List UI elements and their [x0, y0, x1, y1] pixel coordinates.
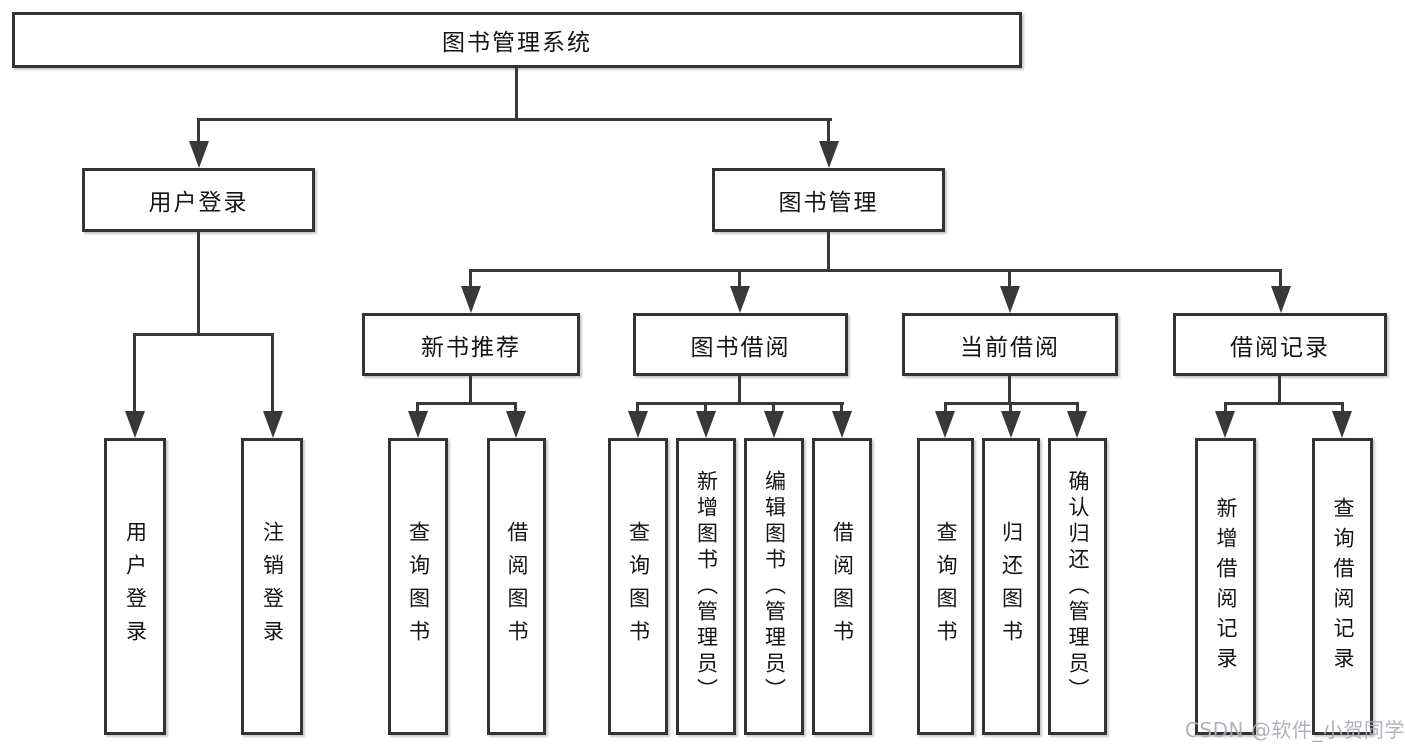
arrowhead-down-icon — [189, 141, 209, 168]
arrowhead-down-icon — [730, 286, 750, 313]
connector-drop-leaf — [1224, 402, 1227, 414]
leaf-label: 确认归还（管理员） — [1066, 469, 1090, 704]
connector-borrow-rail — [637, 402, 844, 405]
connector-current-stem — [1008, 376, 1011, 404]
connector-bookmgmt-stem — [827, 232, 830, 272]
leaf-borrow-book: 借阅图书 — [812, 438, 872, 735]
leaf-edit-book-admin: 编辑图书（管理员） — [744, 438, 804, 735]
connector-root-stem — [515, 68, 518, 120]
node-new-book-recommend: 新书推荐 — [362, 313, 580, 376]
connector-userlogin-rail — [133, 333, 274, 336]
connector-root-rail — [197, 118, 832, 121]
leaf-label: 归还图书 — [999, 520, 1024, 653]
connector-drop-leaf — [1009, 402, 1012, 414]
connector-drop-user-login — [197, 118, 200, 144]
leaf-label: 注销登录 — [260, 520, 285, 653]
connector-drop-logout-leaf — [271, 333, 274, 413]
connector-drop-leaf — [636, 402, 639, 414]
arrowhead-down-icon — [764, 411, 784, 438]
connector-drop-leaf — [416, 402, 419, 414]
connector-borrow-stem — [738, 376, 741, 404]
leaf-label: 查询图书 — [934, 520, 958, 653]
leaf-query-book-recommend: 查询图书 — [388, 438, 448, 735]
leaf-label: 查询图书 — [626, 520, 651, 653]
arrowhead-down-icon — [1332, 411, 1352, 438]
node-book-management-module: 图书管理 — [712, 168, 945, 232]
connector-drop-leaf — [840, 402, 843, 414]
connector-drop-book-mgmt — [827, 118, 830, 144]
leaf-borrow-book-recommend: 借阅图书 — [487, 438, 546, 735]
connector-drop-recommend — [469, 269, 472, 291]
connector-drop-leaf — [944, 402, 947, 414]
arrowhead-down-icon — [1215, 411, 1235, 438]
arrowhead-down-icon — [696, 411, 716, 438]
node-label: 新书推荐 — [421, 334, 521, 361]
node-label: 图书管理 — [778, 190, 879, 216]
connector-drop-records — [1279, 269, 1282, 291]
node-label: 用户登录 — [148, 190, 249, 216]
node-book-borrowing: 图书借阅 — [633, 313, 848, 376]
leaf-return-book: 归还图书 — [982, 438, 1040, 735]
arrowhead-down-icon — [935, 411, 955, 438]
node-label: 当前借阅 — [960, 334, 1060, 361]
arrowhead-down-icon — [125, 411, 145, 438]
arrowhead-down-icon — [1067, 411, 1087, 438]
leaf-query-borrow-record: 查询借阅记录 — [1312, 438, 1373, 735]
connector-recommend-rail — [416, 402, 517, 405]
connector-drop-leaf — [514, 402, 517, 414]
node-label: 图书管理系统 — [442, 30, 592, 56]
connector-drop-leaf — [772, 402, 775, 414]
connector-records-stem — [1278, 376, 1281, 404]
connector-drop-leaf — [704, 402, 707, 414]
leaf-label: 查询借阅记录 — [1331, 496, 1355, 677]
leaf-label: 新增借阅记录 — [1214, 496, 1238, 677]
node-user-login-module: 用户登录 — [82, 168, 315, 232]
connector-drop-leaf — [1341, 402, 1344, 414]
arrowhead-down-icon — [819, 141, 839, 168]
leaf-user-login: 用户登录 — [104, 438, 166, 735]
csdn-watermark: CSDN @软件_小贺同学 — [1185, 718, 1405, 742]
arrowhead-down-icon — [506, 411, 526, 438]
node-borrowing-records: 借阅记录 — [1173, 313, 1387, 376]
connector-drop-login-leaf — [133, 333, 136, 413]
connector-drop-borrow — [738, 269, 741, 291]
leaf-query-book-borrow: 查询图书 — [608, 438, 668, 735]
leaf-label: 用户登录 — [123, 520, 148, 653]
node-library-system: 图书管理系统 — [12, 12, 1022, 68]
connector-records-rail — [1224, 402, 1344, 405]
node-label: 借阅记录 — [1230, 334, 1330, 361]
leaf-label: 查询图书 — [406, 520, 431, 653]
connector-bookmgmt-rail — [470, 269, 1282, 272]
leaf-label: 新增图书（管理员） — [694, 469, 719, 704]
arrowhead-down-icon — [263, 411, 283, 438]
arrowhead-down-icon — [1000, 286, 1020, 313]
connector-drop-leaf — [1076, 402, 1079, 414]
arrowhead-down-icon — [1271, 286, 1291, 313]
connector-drop-current — [1008, 269, 1011, 291]
connector-userlogin-stem — [197, 232, 200, 336]
leaf-add-book-admin: 新增图书（管理员） — [676, 438, 736, 735]
leaf-add-borrow-record: 新增借阅记录 — [1195, 438, 1256, 735]
leaf-label: 编辑图书（管理员） — [762, 469, 787, 704]
arrowhead-down-icon — [408, 411, 428, 438]
arrowhead-down-icon — [1001, 411, 1021, 438]
node-label: 图书借阅 — [690, 334, 791, 361]
arrowhead-down-icon — [461, 286, 481, 313]
leaf-logout: 注销登录 — [241, 438, 303, 735]
connector-recommend-stem — [469, 376, 472, 404]
leaf-confirm-return-admin: 确认归还（管理员） — [1048, 438, 1107, 735]
node-current-borrowing: 当前借阅 — [902, 313, 1118, 376]
leaf-label: 借阅图书 — [505, 520, 529, 653]
arrowhead-down-icon — [832, 411, 852, 438]
arrowhead-down-icon — [628, 411, 648, 438]
leaf-label: 借阅图书 — [830, 520, 855, 653]
leaf-query-book-current: 查询图书 — [917, 438, 974, 735]
